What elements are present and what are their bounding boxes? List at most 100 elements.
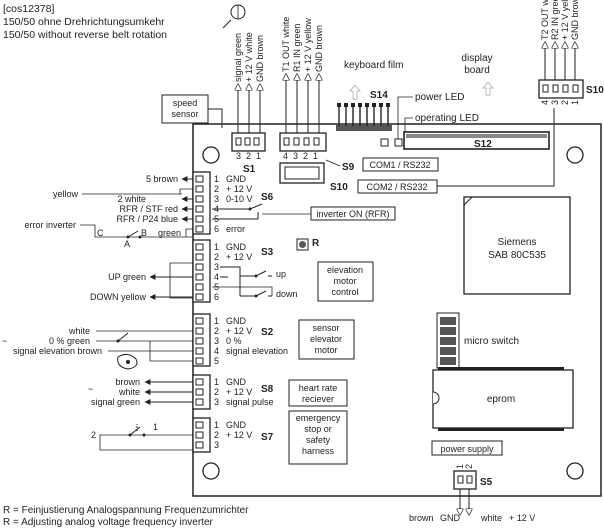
switch-icon (116, 332, 193, 362)
connector-s5: 1 2 S5 (453, 464, 493, 490)
chip-icon (463, 196, 571, 295)
s5-pin-2: 2 (464, 464, 474, 469)
s5-wire-label-gnd: GND (440, 513, 461, 523)
switch-icon (212, 203, 263, 220)
s7-pin-1-label: GND (226, 420, 247, 430)
s6-wire-label-green: green (158, 228, 181, 238)
s3-switch-up-label: up (276, 269, 286, 279)
s6-pin-2-label: + 12 V (226, 184, 252, 194)
s10-top-name: S10 (586, 85, 604, 96)
s3-switch-down-label: down (276, 289, 298, 299)
s7-wire-label-2: 2 (91, 430, 96, 440)
micro-switch-label: micro switch (464, 336, 519, 347)
s3-wire-label-down: DOWN yellow (90, 292, 147, 302)
s1-wire-label-12v: + 12 V white (244, 32, 254, 82)
power-supply-box (431, 440, 503, 456)
s8-pin-3: 3 (214, 397, 219, 407)
inverter-on-box (310, 206, 396, 221)
s6-pin-6-label: error (226, 224, 245, 234)
mounting-hole-top-right (566, 146, 584, 164)
s7-wire-label-1: 1 (153, 422, 158, 432)
s1-pin-1: 1 (256, 151, 261, 161)
emergency-label-2: stop or (304, 424, 332, 434)
s2-pin-2-label: + 12 V (226, 326, 252, 336)
s10-wire-label-r2: R2 IN green (550, 0, 560, 40)
connector-s9: 4 3 2 1 S9 (279, 132, 355, 173)
connector-s10-top: 4 3 2 1 S10 (538, 79, 604, 105)
elevation-motor-control-box (317, 261, 374, 302)
s5-wire-label-white: white (480, 513, 502, 523)
s2-pin-4-label: signal elevation (226, 346, 288, 356)
s1-name: S1 (243, 164, 256, 175)
emergency-label-3: safety (306, 435, 331, 445)
connector-s3 (192, 239, 211, 303)
potentiometer-icon (296, 238, 309, 251)
s8-wire-label-brown: brown (115, 377, 140, 387)
heart-rate-receiver-label-2: reciever (302, 394, 334, 404)
s2-pin-2: 2 (214, 326, 219, 336)
connector-s8 (192, 374, 211, 410)
s6-error-inverter-label: error inverter (24, 220, 76, 230)
s2-pin-3: 3 (214, 336, 219, 346)
s9-pin-1: 1 (313, 151, 318, 161)
s6-pin-2: 2 (214, 184, 219, 194)
connector-s7 (192, 417, 211, 453)
sensor-elevator-motor-label-3: motor (314, 345, 337, 355)
emergency-stop-box (288, 410, 348, 465)
s6-pin-6: 6 (214, 224, 219, 234)
switch-icon (95, 230, 193, 239)
display-board-label-1: display (461, 53, 492, 64)
s14-name: S14 (370, 90, 388, 101)
connector-s2 (192, 313, 211, 367)
s6-wire-label-white: 2 white (117, 194, 146, 204)
s2-pin-4: 4 (214, 346, 219, 356)
s7-pin-3: 3 (214, 440, 219, 450)
s6-name: S6 (261, 192, 274, 203)
s6-pin-1: 1 (214, 174, 219, 184)
power-supply-label: power supply (440, 444, 494, 454)
eprom-label: eprom (487, 394, 515, 405)
keyboard-film-label-1: keyboard film (344, 60, 403, 71)
mounting-hole-bottom-left (202, 462, 220, 480)
operating-led-label: operating LED (415, 113, 479, 124)
s6-label-a: A (124, 239, 130, 249)
s7-pin-2-label: + 12 V (226, 430, 252, 440)
com2-label: COM2 / RS232 (366, 182, 427, 192)
s2-tilde-mark: ~ (2, 336, 7, 346)
s8-tilde-mark: ~ (88, 384, 93, 394)
switch-icon (99, 424, 193, 451)
s3-pin-6: 6 (214, 292, 219, 302)
s10-top-pin-4: 4 (540, 100, 550, 105)
s8-wire-label-green: signal green (91, 397, 140, 407)
s9-wire-label-gnd: GND brown (314, 25, 324, 72)
s2-pin-5: 5 (214, 356, 219, 366)
header-code: [cos12378] (3, 3, 55, 15)
s5-wire-label-brown: brown (409, 513, 434, 523)
heart-rate-receiver-label-1: heart rate (299, 383, 338, 393)
s10-top-pin-3: 3 (550, 100, 560, 105)
s8-pin-2-label: + 12 V (226, 387, 252, 397)
s1-wire-label-signal: signal green (233, 33, 243, 82)
s7-pin-2: 2 (214, 430, 219, 440)
s6-pin-1-label: GND (226, 174, 247, 184)
mounting-hole-bottom-right (566, 462, 584, 480)
inverter-on-label: inverter ON (RFR) (316, 209, 389, 219)
footer-line-en: R = Adjusting analog voltage frequency i… (3, 517, 213, 528)
sensor-elevator-motor-label-1: sensor (312, 323, 339, 333)
micro-switch (436, 312, 460, 369)
cpu-label-2: SAB 80C535 (488, 250, 546, 261)
sensor-elevator-motor-label-2: elevator (310, 334, 342, 344)
power-led-label: power LED (415, 92, 464, 103)
connector-s6 (192, 171, 211, 235)
s2-pin-3-label: 0 % (226, 336, 242, 346)
s6-label-b: B (141, 228, 147, 238)
s9-pin-2: 2 (303, 151, 308, 161)
switch-icon (212, 266, 273, 298)
footer-line-de: R = Feinjustierung Analogspannung Freque… (3, 505, 249, 516)
com1-box (362, 157, 439, 172)
header-line-de: 150/50 ohne Drehrichtungsumkehr (3, 16, 165, 28)
s8-name: S8 (261, 384, 274, 395)
s6-yellow-label: yellow (53, 189, 79, 199)
speed-sensor-label-1: speed (173, 98, 198, 108)
